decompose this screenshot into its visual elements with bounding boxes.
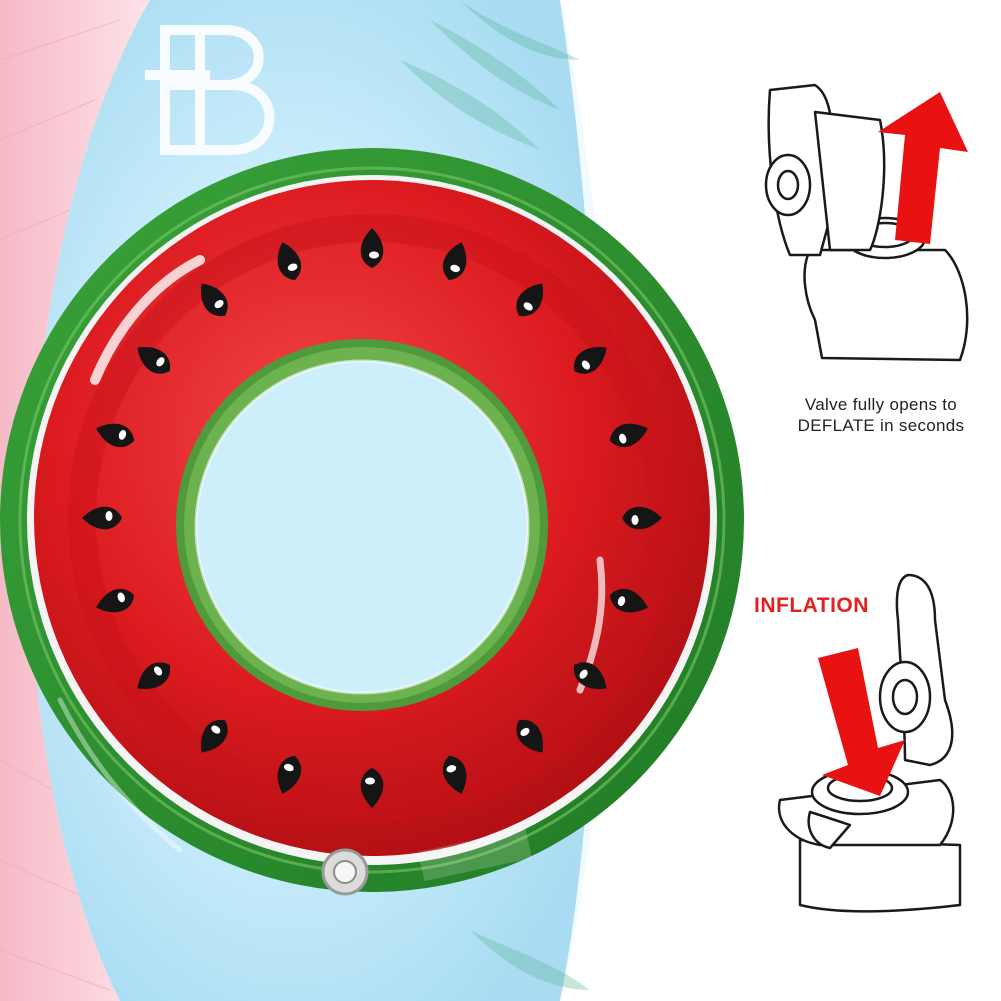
deflate-caption-line2: in seconds <box>875 416 965 435</box>
seed-icon <box>360 768 384 808</box>
watermelon-float <box>0 148 744 896</box>
deflate-valve-diagram <box>764 83 969 362</box>
seed-icon <box>200 283 228 317</box>
deflate-caption: Valve fully opens to DEFLATE in seconds <box>770 394 992 436</box>
seed-icon <box>137 662 171 690</box>
seed-icon <box>516 719 544 753</box>
seed-icon <box>573 662 607 690</box>
seed-icon <box>573 346 607 374</box>
seed-icon <box>442 755 467 794</box>
deflate-caption-emphasis: DEFLATE <box>797 416 876 435</box>
seed-icon <box>516 283 544 317</box>
arrow-down-left-icon <box>818 648 905 796</box>
seed-icon <box>277 755 302 794</box>
seed-pattern <box>82 228 662 808</box>
seed-icon <box>442 242 467 281</box>
seed-icon <box>609 588 648 613</box>
seed-icon <box>96 588 135 613</box>
inflate-valve-diagram <box>777 573 962 913</box>
seed-icon <box>277 242 302 281</box>
deflate-caption-line1: Valve fully opens to <box>804 395 958 414</box>
seed-icon <box>200 719 228 753</box>
inflation-label: INFLATION <box>754 594 869 617</box>
brand-logo-icon <box>145 25 275 155</box>
seed-icon <box>82 506 122 530</box>
arrow-up-right-icon <box>878 92 968 244</box>
seed-icon <box>609 423 648 448</box>
seed-icon <box>360 228 384 268</box>
seed-icon <box>137 346 171 374</box>
seed-icon <box>622 506 662 530</box>
air-valve-icon <box>321 848 369 896</box>
seed-icon <box>96 423 135 448</box>
